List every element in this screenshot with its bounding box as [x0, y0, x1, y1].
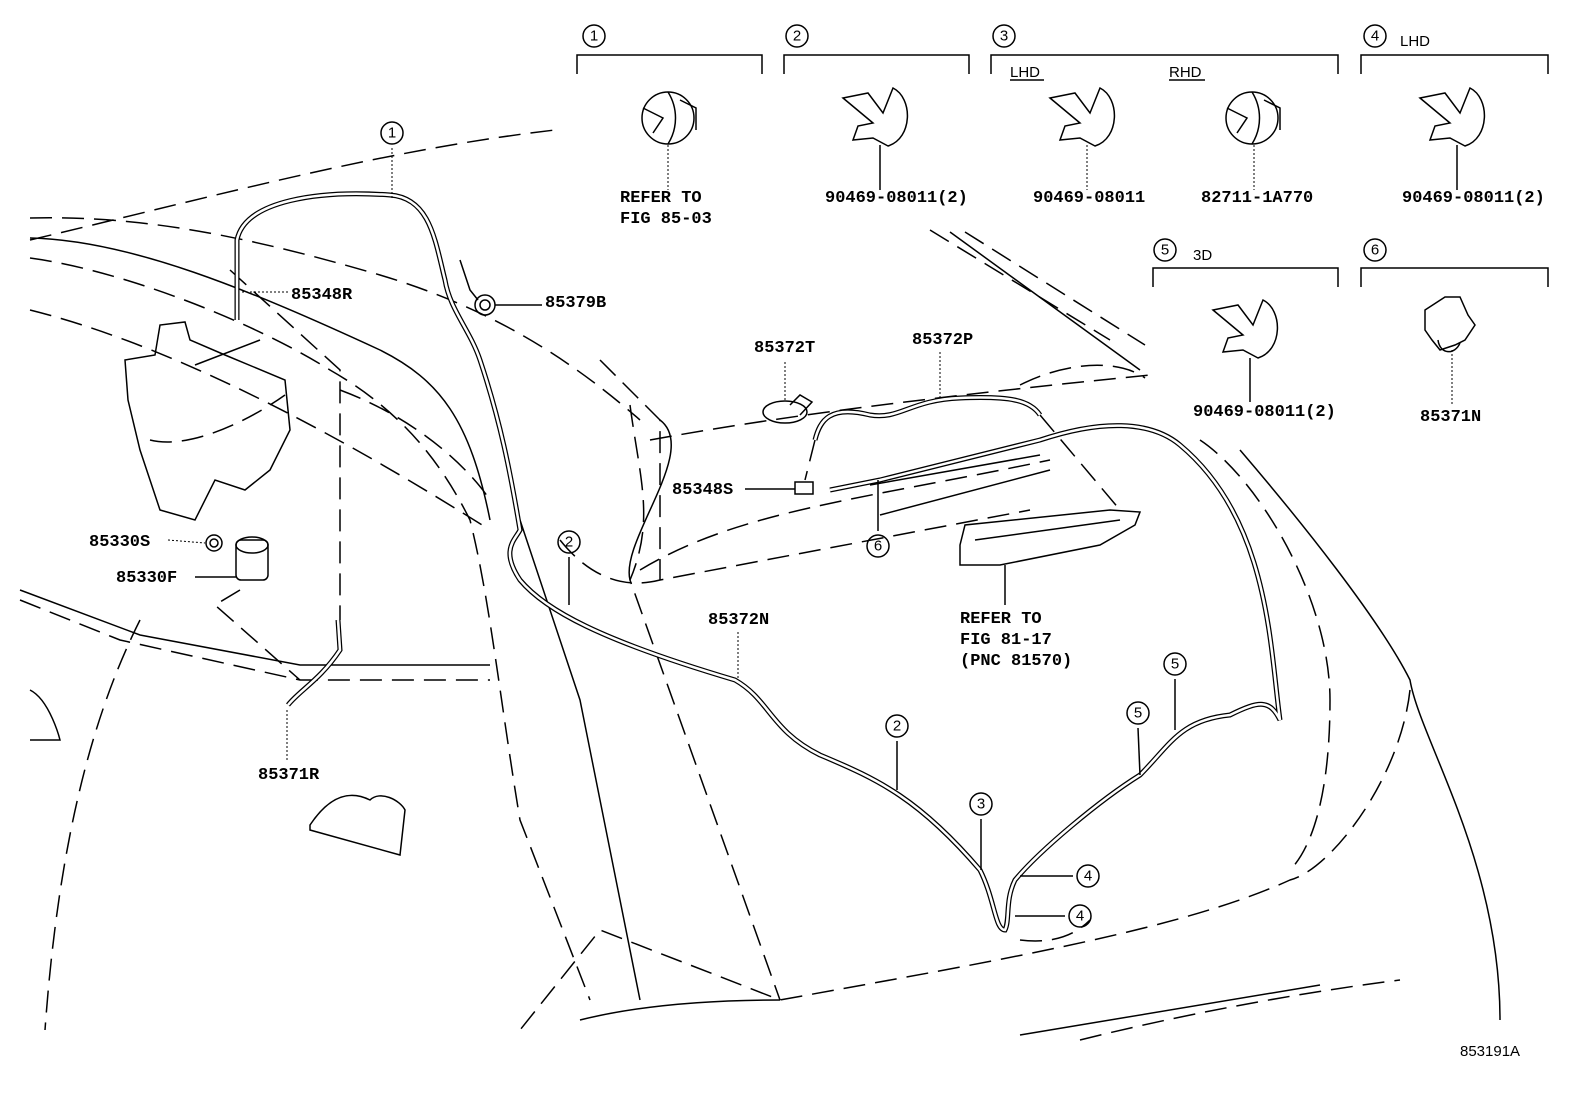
svg-text:4: 4	[1076, 908, 1084, 925]
callout-1: 1	[380, 121, 404, 145]
washer-pump	[213, 536, 301, 681]
svg-text:5: 5	[1171, 656, 1179, 673]
svg-text:5: 5	[1161, 242, 1169, 259]
lamp-ref-line3: (PNC 81570)	[960, 652, 1072, 671]
svg-text:6: 6	[1371, 242, 1379, 259]
grommet-85330S	[205, 534, 223, 552]
callout-3: 3	[969, 792, 993, 816]
stop-lamp	[959, 509, 1142, 566]
part-label-85372T: 85372T	[754, 339, 815, 358]
svg-text:2: 2	[565, 534, 573, 551]
joint-85348S	[794, 481, 814, 495]
legend-circle-1: 1	[582, 24, 606, 48]
svg-text:6: 6	[874, 538, 882, 555]
legend-circle-4: 4	[1363, 24, 1387, 48]
legend-sub-lhd: LHD	[1010, 64, 1040, 81]
legend-circle-6: 6	[1363, 238, 1387, 262]
part-label-85330F: 85330F	[116, 569, 177, 588]
legend-1-ref-line1: REFER TO	[620, 189, 702, 208]
legend-6-part: 85371N	[1420, 408, 1481, 427]
callout-2: 2	[557, 530, 581, 554]
leader-lines	[167, 148, 1176, 917]
legend-circle-2: 2	[785, 24, 809, 48]
svg-text:5: 5	[1134, 705, 1142, 722]
svg-text:4: 4	[1371, 28, 1379, 45]
lamp-ref-line2: FIG 81-17	[960, 631, 1052, 650]
callout-4: 4	[1068, 904, 1092, 928]
legend-4-part: 90469-08011(2)	[1402, 189, 1545, 208]
callout-5: 5	[1163, 652, 1187, 676]
legend-qualifier-3d: 3D	[1193, 247, 1212, 264]
svg-text:2: 2	[793, 28, 801, 45]
figure-id: 853191A	[1460, 1043, 1520, 1060]
grommet-85372T	[762, 394, 814, 424]
part-label-85372P: 85372P	[912, 331, 973, 350]
vehicle-body-outline	[19, 129, 1501, 1041]
callout-2: 2	[885, 714, 909, 738]
washer-tank	[124, 321, 291, 521]
legend-circle-3: 3	[992, 24, 1016, 48]
callout-6: 6	[866, 534, 890, 558]
svg-text:2: 2	[893, 718, 901, 735]
legend-qualifier-lhd: LHD	[1400, 33, 1430, 50]
washer-hose	[234, 191, 1283, 933]
legend-2-part: 90469-08011(2)	[825, 189, 968, 208]
part-label-85379B: 85379B	[545, 294, 606, 313]
part-label-85371R: 85371R	[258, 766, 320, 785]
svg-text:1: 1	[590, 28, 598, 45]
part-label-85348S: 85348S	[672, 481, 733, 500]
legend-circle-5: 5	[1153, 238, 1177, 262]
part-label-85348R: 85348R	[291, 286, 353, 305]
svg-text:3: 3	[977, 796, 985, 813]
callout-4: 4	[1076, 864, 1100, 888]
legend-sub-rhd: RHD	[1169, 64, 1202, 81]
part-label-85372N: 85372N	[708, 611, 769, 630]
legend-3-rhd-part: 82711-1A770	[1201, 189, 1313, 208]
part-label-85330S: 85330S	[89, 533, 150, 552]
legend-3-lhd-part: 90469-08011	[1033, 189, 1145, 208]
svg-text:1: 1	[388, 125, 396, 142]
legend-brackets	[576, 54, 1549, 287]
nozzle-85379B	[459, 259, 496, 316]
svg-text:3: 3	[1000, 28, 1008, 45]
callout-5: 5	[1126, 701, 1150, 725]
legend-1-ref-line2: FIG 85-03	[620, 210, 712, 229]
clip-icons	[641, 86, 1486, 405]
lamp-ref-line1: REFER TO	[960, 610, 1042, 629]
svg-text:4: 4	[1084, 868, 1092, 885]
legend-5-part: 90469-08011(2)	[1193, 403, 1336, 422]
